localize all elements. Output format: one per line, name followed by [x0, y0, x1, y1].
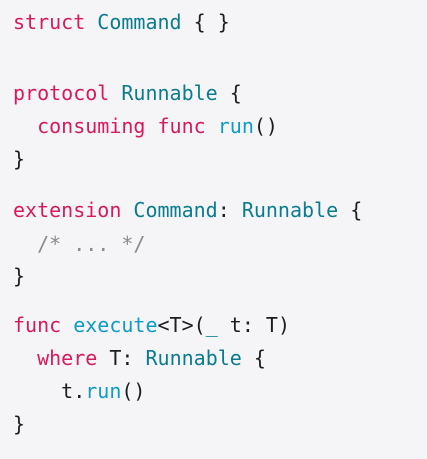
- type-command: Command: [133, 198, 218, 222]
- code-line-comment: /* ... */: [13, 232, 145, 256]
- type-runnable: Runnable: [121, 81, 218, 105]
- keyword-extension: extension: [13, 198, 122, 222]
- function-execute: execute: [73, 313, 158, 337]
- generic-t: T:: [109, 346, 134, 370]
- generic-params: <T>(: [157, 313, 206, 337]
- code-line-close-brace-3: }: [13, 412, 25, 436]
- keyword-where: where: [37, 346, 98, 370]
- type-runnable: Runnable: [241, 198, 339, 222]
- keyword-struct: struct: [13, 10, 86, 34]
- keyword-consuming: consuming: [37, 114, 146, 138]
- comment: /* ... */: [37, 232, 146, 256]
- open-brace: {: [253, 346, 266, 370]
- open-brace: {: [229, 81, 242, 105]
- close-brace: }: [13, 412, 26, 436]
- close-brace: }: [13, 264, 26, 288]
- keyword-func: func: [157, 114, 206, 138]
- type-runnable: Runnable: [145, 346, 242, 370]
- braces: { }: [193, 10, 230, 34]
- code-line-func-execute: func execute<T>(_ t: T): [13, 313, 290, 337]
- open-brace: {: [350, 198, 363, 222]
- close-brace: }: [13, 147, 26, 171]
- type-command: Command: [97, 10, 182, 34]
- code-line-consuming-func: consuming func run(): [13, 114, 278, 138]
- code-line-close-brace-1: }: [13, 147, 25, 171]
- code-line-where: where T: Runnable {: [13, 346, 266, 370]
- parens: (): [253, 114, 278, 138]
- param-signature: t: T): [229, 313, 290, 337]
- parens: (): [121, 379, 146, 403]
- keyword-protocol: protocol: [13, 81, 110, 105]
- function-run: run: [217, 114, 254, 138]
- code-line-close-brace-2: }: [13, 264, 25, 288]
- colon: :: [217, 198, 230, 222]
- code-line-t-run: t.run(): [13, 379, 145, 403]
- function-run: run: [85, 379, 122, 403]
- code-line-struct: struct Command { }: [13, 10, 230, 34]
- variable-t: t.: [61, 379, 86, 403]
- keyword-func: func: [13, 313, 62, 337]
- code-line-extension: extension Command: Runnable {: [13, 198, 362, 222]
- code-line-protocol: protocol Runnable {: [13, 81, 242, 105]
- underscore-label: _: [205, 313, 218, 337]
